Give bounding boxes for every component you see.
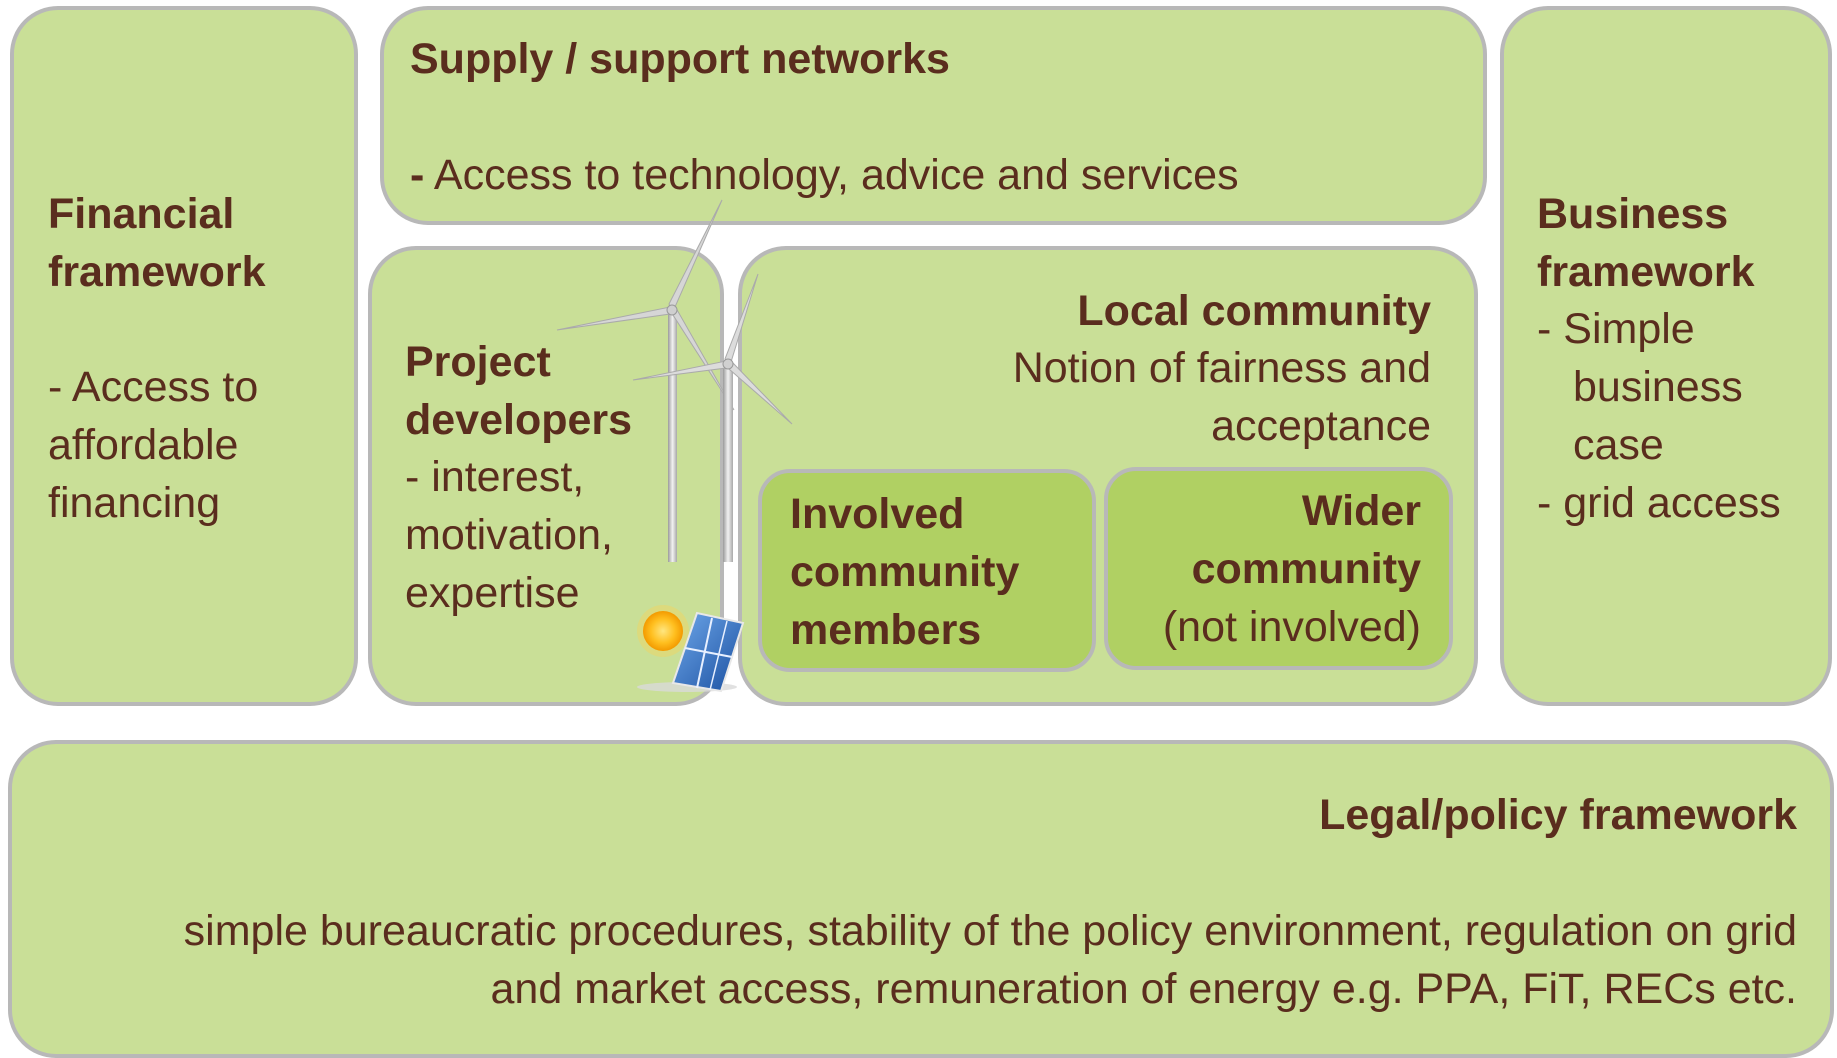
wind-turbine-icon — [556, 199, 793, 562]
legal-item-line2: and market access, remuneration of energ… — [490, 965, 1797, 1013]
project-developers-items: - interest, motivation, expertise — [405, 448, 613, 622]
supply-item-text: Access to technology, advice and service… — [424, 151, 1239, 199]
financial-item-line1: - Access to — [48, 363, 259, 411]
involved-line3: members — [790, 606, 982, 654]
financial-item-line2: affordable — [48, 421, 239, 469]
business-framework-title: Business framework — [1537, 185, 1754, 301]
involved-community-label: Involved community members — [790, 485, 1019, 659]
financial-title-line1: Financial — [48, 190, 235, 238]
financial-item-line3: financing — [48, 479, 221, 527]
local-item-line2: acceptance — [1211, 402, 1431, 450]
business-item2: - grid access — [1537, 479, 1781, 527]
business-item1-line2: business — [1573, 363, 1743, 411]
involved-line2: community — [790, 548, 1020, 596]
wider-line2: community — [1191, 545, 1421, 593]
project-item-line3: expertise — [405, 569, 580, 617]
financial-framework-item: - Access to affordable financing — [48, 358, 258, 532]
legal-policy-title: Legal/policy framework — [1319, 791, 1797, 839]
wider-line1: Wider — [1301, 487, 1421, 535]
business-title-line1: Business — [1537, 190, 1729, 238]
business-title-line2: framework — [1537, 248, 1755, 296]
financial-title-line2: framework — [48, 248, 266, 296]
local-community-title: Local community — [1077, 287, 1431, 335]
involved-community-box — [758, 469, 1096, 672]
wider-community-box — [1104, 467, 1453, 670]
involved-line1: Involved — [790, 490, 965, 538]
supply-networks-item: - Access to technology, advice and servi… — [410, 146, 1239, 204]
business-framework-items: - Simple business case - grid access — [1537, 300, 1781, 532]
financial-framework-box — [10, 6, 358, 706]
legal-policy-items: simple bureaucratic procedures, stabilit… — [184, 902, 1797, 1018]
legal-item-line1: simple bureaucratic procedures, stabilit… — [183, 907, 1797, 955]
supply-networks-title: Supply / support networks — [410, 35, 950, 83]
business-item1-line1: - Simple — [1537, 305, 1695, 353]
supply-item-dash: - — [410, 151, 425, 199]
wider-community-label: Wider community (not involved) — [1163, 482, 1421, 656]
legal-policy-framework-box — [8, 740, 1834, 1058]
project-item-line1: - interest, — [405, 453, 585, 501]
project-title-line2: developers — [405, 396, 633, 444]
solar-panel-icon — [637, 605, 745, 693]
project-item-line2: motivation, — [405, 511, 613, 559]
business-framework-box — [1500, 6, 1832, 706]
financial-framework-title: Financial framework — [48, 185, 265, 301]
local-item-line1: Notion of fairness and — [1012, 344, 1431, 392]
wider-line3: (not involved) — [1162, 603, 1421, 651]
local-community-item: Notion of fairness and acceptance — [1013, 339, 1431, 455]
project-title-line1: Project — [405, 338, 551, 386]
supply-networks-box — [380, 6, 1487, 225]
project-developers-title: Project developers — [405, 333, 632, 449]
sun-icon — [637, 605, 689, 657]
business-item1-line3: case — [1573, 421, 1664, 469]
